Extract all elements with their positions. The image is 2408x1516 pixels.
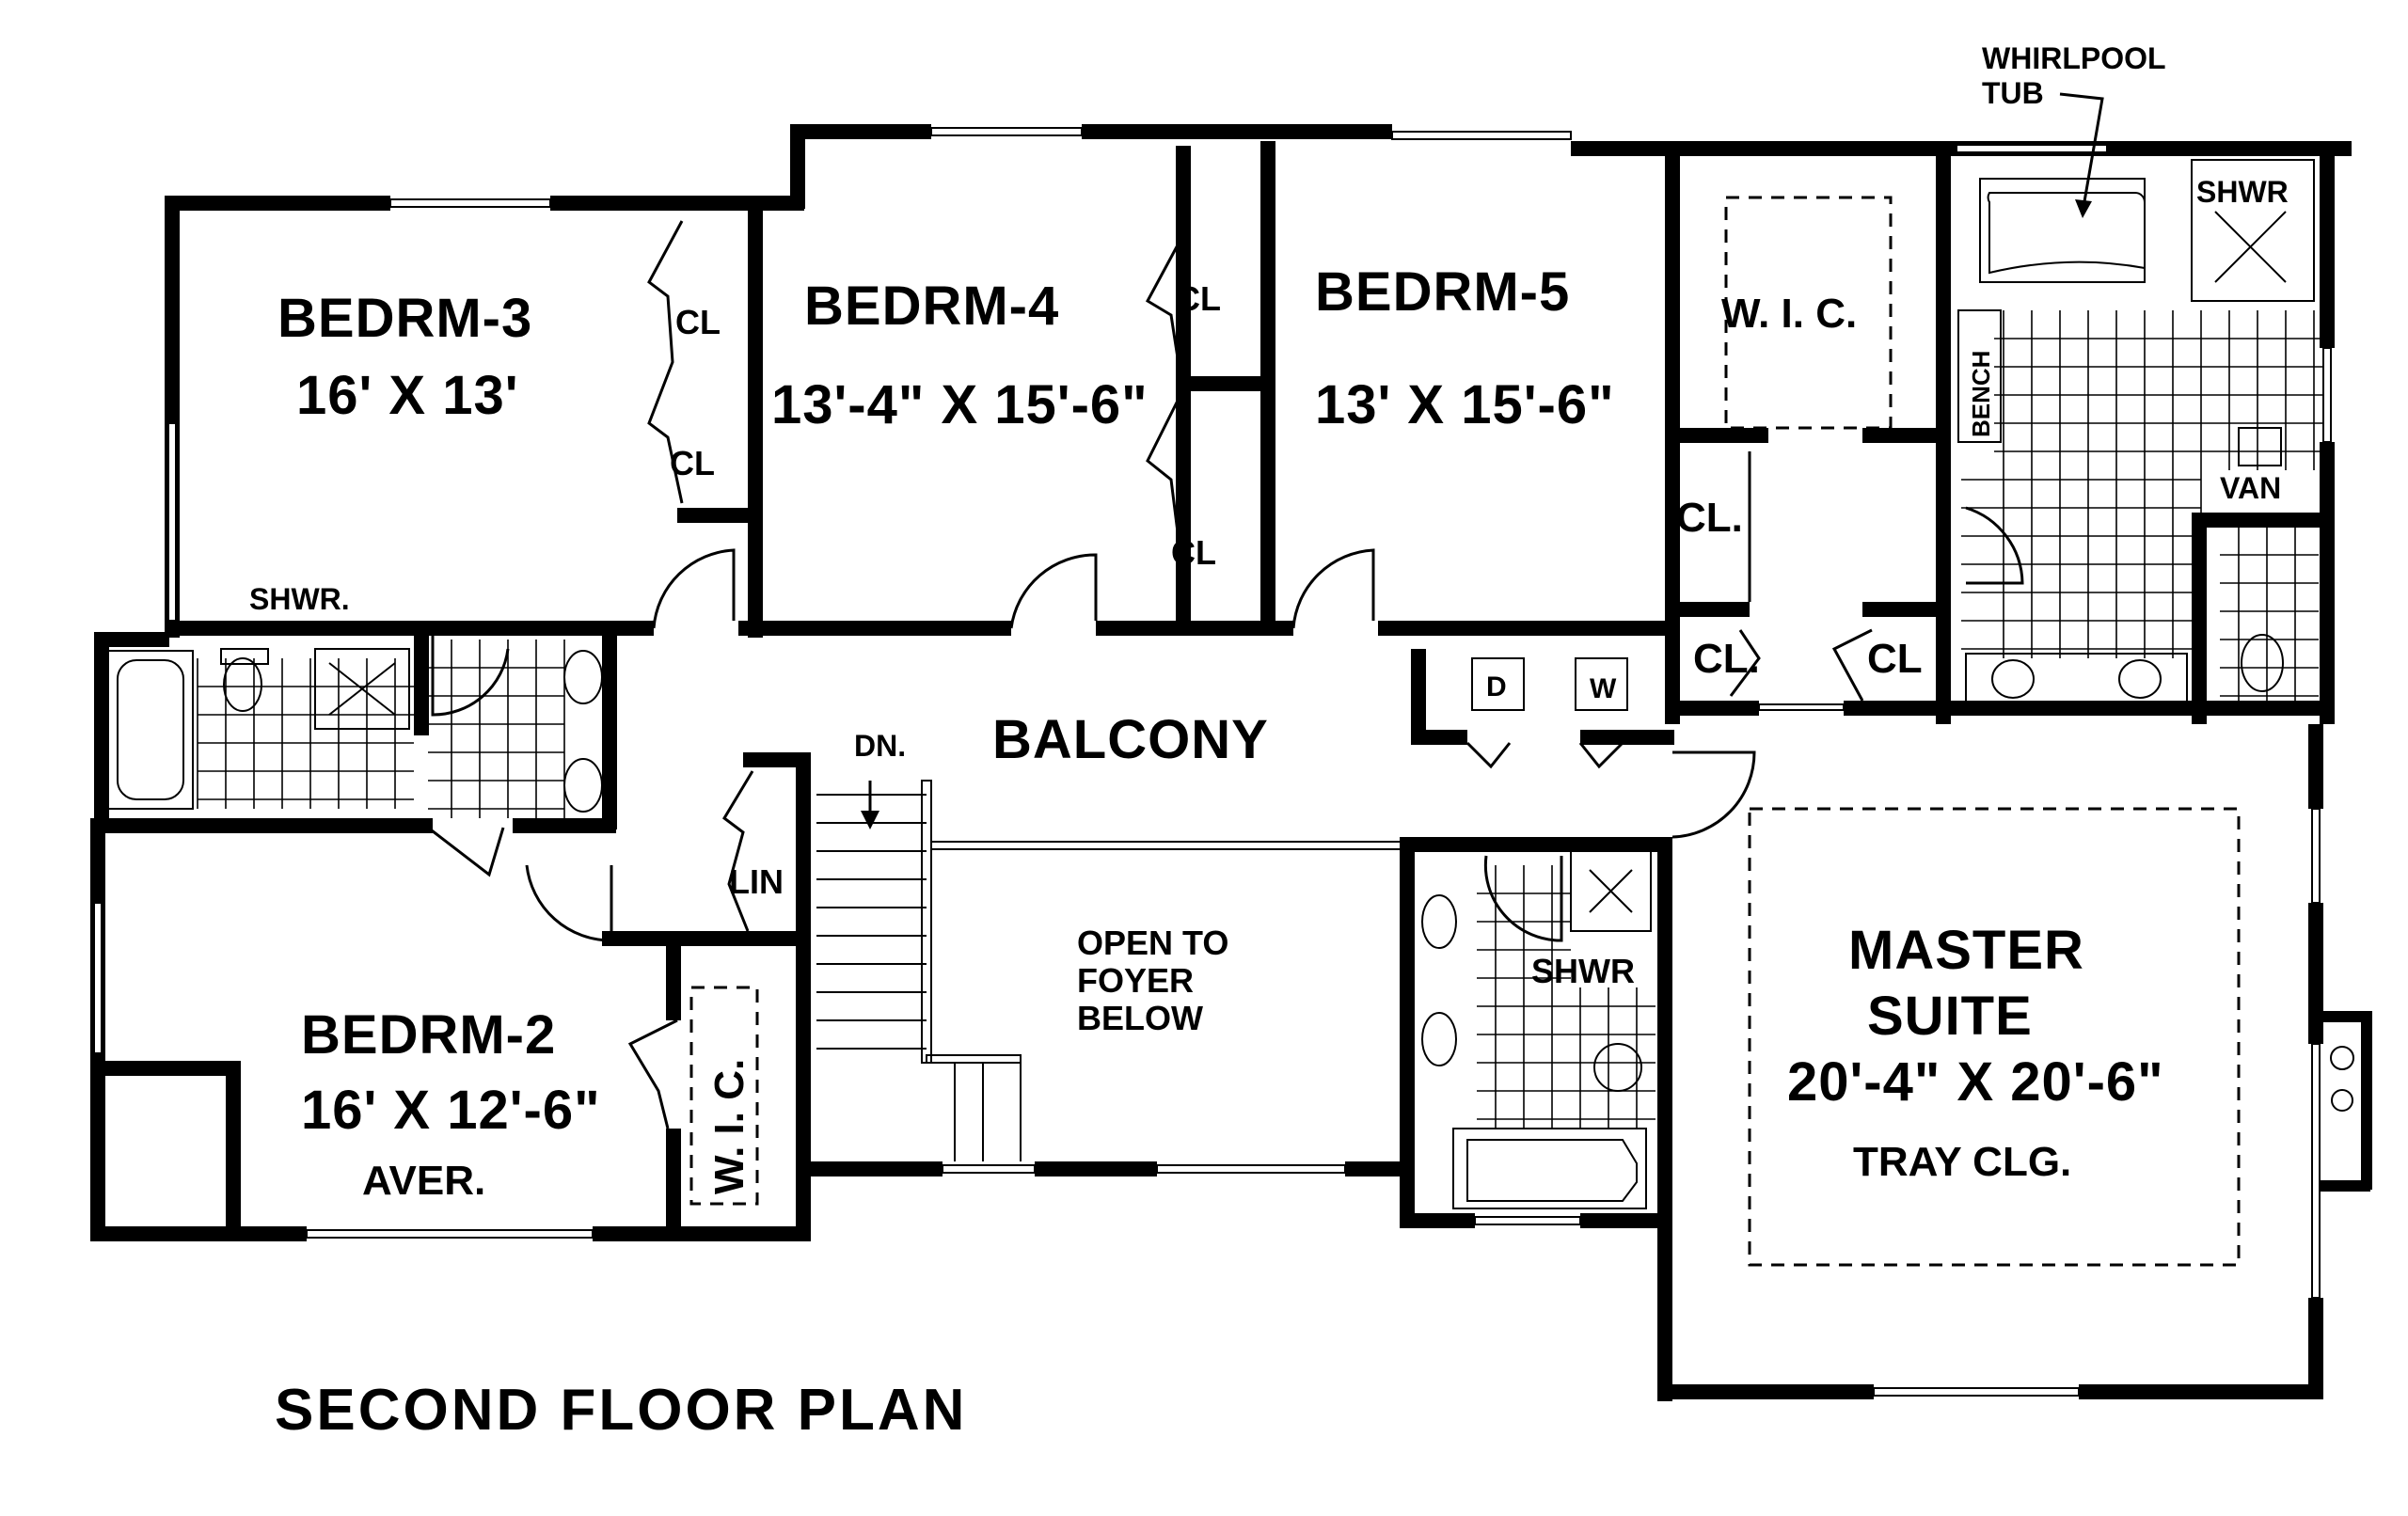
bedrm5-name: BEDRM-5: [1315, 261, 1570, 323]
stair-down-label: DN.: [854, 729, 906, 763]
shower-label: SHWR: [1531, 952, 1635, 990]
closet-label: CL.: [1693, 636, 1760, 682]
leader-line: [2059, 92, 2104, 208]
sink-icon: [1421, 894, 1457, 949]
foyer-line3: BELOW: [1077, 999, 1203, 1037]
dryer-icon: [1471, 657, 1525, 711]
master-note: TRAY CLG.: [1853, 1139, 2071, 1185]
master-name-line1: MASTER: [1848, 920, 2084, 981]
master-shower-label: SHWR: [2196, 175, 2289, 209]
stair: [816, 780, 1402, 1161]
washer-label: W: [1590, 673, 1617, 704]
plan-title: SECOND FLOOR PLAN: [275, 1378, 967, 1443]
linen-label: LIN: [729, 862, 784, 901]
bedrm2-name: BEDRM-2: [301, 1004, 556, 1066]
master-shower-icon: [2191, 159, 2315, 302]
fireplace-icon: [2330, 1046, 2354, 1070]
sink-icon: [1421, 1012, 1457, 1066]
bifold-doors: [627, 220, 1873, 1129]
closet-label: CL: [670, 444, 715, 482]
whirlpool-tub-icon: [1979, 178, 2146, 283]
closet-label: CL.: [1676, 495, 1743, 541]
bedrm4-name: BEDRM-4: [804, 276, 1059, 337]
whirlpool-label-tub: TUB: [1982, 76, 2044, 110]
windows: [93, 127, 2354, 1397]
sink-icon: [2118, 659, 2162, 699]
wic-label: W. I. C.: [706, 1059, 752, 1194]
bedrm3-name: BEDRM-3: [277, 288, 532, 349]
toilet-icon: [223, 657, 262, 712]
bedrm4-size: 13'-4" X 15'-6": [771, 374, 1149, 435]
dryer-label: D: [1486, 671, 1507, 703]
master-name-line2: SUITE: [1867, 986, 2033, 1047]
toilet-icon: [2241, 634, 2284, 692]
sink-icon: [1991, 659, 2035, 699]
bedrm2-note: AVER.: [362, 1158, 485, 1204]
bathtub-icon: [1452, 1128, 1647, 1209]
bathtub-icon: [107, 650, 194, 810]
wic-label: W. I. C.: [1721, 291, 1857, 337]
foyer-line2: FOYER: [1077, 961, 1194, 1000]
balcony-label: BALCONY: [992, 709, 1269, 770]
whirlpool-label: WHIRLPOOL: [1982, 41, 2166, 75]
bench-icon: [1957, 309, 2002, 443]
room-labels: BEDRM-3 16' X 13' CL CL BEDRM-4 13'-4" X…: [249, 41, 2289, 1443]
washer-icon: [1575, 657, 1628, 711]
bench-label: BENCH: [1967, 351, 1995, 437]
closet-label: CL: [1176, 279, 1221, 318]
master-size: 20'-4" X 20'-6": [1787, 1051, 2164, 1113]
bedrm3-size: 16' X 13': [296, 365, 519, 426]
closet-label: CL: [1171, 533, 1216, 572]
toilet-icon: [1593, 1043, 1642, 1092]
sink-icon: [563, 650, 603, 704]
walls: [90, 124, 2372, 1401]
vanity-icon: [2238, 427, 2282, 466]
sink-icon: [563, 758, 603, 813]
hall-bath-tiles: [197, 640, 565, 818]
bedrm2-size: 16' X 12'-6": [301, 1080, 601, 1141]
shower-label: SHWR.: [249, 582, 350, 616]
hall-bath-2-tiles: [1477, 865, 1656, 1129]
shower-icon: [314, 648, 410, 730]
closet-label: CL: [675, 303, 721, 341]
dashed-outlines: [689, 196, 2241, 1267]
door-swings: [427, 506, 2024, 942]
vanity-label: VAN: [2220, 471, 2281, 505]
foyer-line1: OPEN TO: [1077, 924, 1228, 962]
shower-icon: [1570, 850, 1652, 932]
fixtures: [107, 92, 2315, 1209]
bedrm5-size: 13' X 15'-6": [1315, 374, 1615, 435]
closet-label: CL: [1867, 636, 1923, 682]
master-bath-tiles: [1961, 310, 2323, 705]
